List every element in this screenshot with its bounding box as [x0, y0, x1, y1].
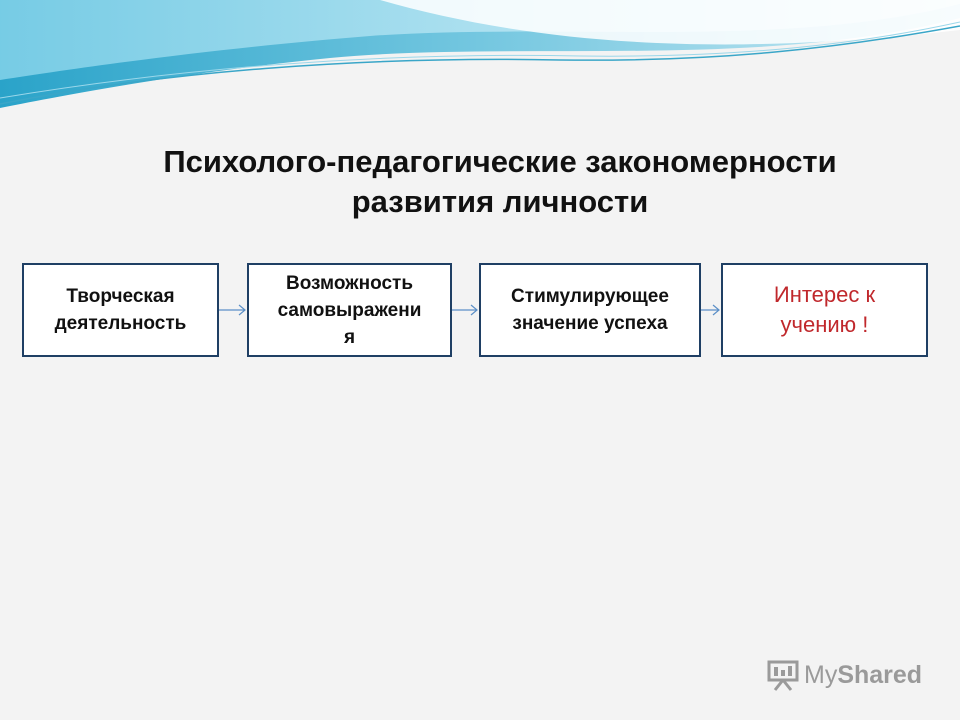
- box-text-line: Стимулирующее: [511, 286, 669, 307]
- box-text-line: Творческая: [66, 286, 175, 307]
- box-text-line: Интерес к: [773, 282, 876, 307]
- flow-box-success-value: Стимулирующее значение успеха: [479, 263, 701, 357]
- flow-box-self-expression: Возможность самовыражени я: [247, 263, 452, 357]
- slide-title: Психолого-педагогические закономерности …: [80, 142, 920, 222]
- title-line-1: Психолого-педагогические закономерности: [163, 144, 837, 179]
- brand-part-2: Shared: [837, 660, 923, 689]
- box-text-line: деятельность: [54, 313, 187, 334]
- box-text-line: я: [343, 326, 356, 348]
- box-text-line: самовыражени: [277, 299, 422, 321]
- arrow-right-icon: [219, 304, 246, 316]
- title-line-2: развития личности: [351, 184, 649, 219]
- header-wave-decoration: [0, 0, 960, 130]
- brand-text: MyShared: [804, 661, 922, 690]
- arrow-right-icon: [452, 304, 478, 316]
- flow-box-creative-activity: Творческая деятельность: [22, 263, 219, 357]
- box-text-line: Возможность: [285, 272, 414, 294]
- box-text-line: значение успеха: [512, 313, 668, 334]
- arrow-right-icon: [701, 304, 720, 316]
- box-text-line: учению !: [780, 312, 869, 337]
- projector-screen-icon: [767, 660, 799, 691]
- flow-box-interest-in-learning: Интерес к учению !: [721, 263, 928, 357]
- brand-part-1: My: [804, 660, 838, 689]
- myshared-watermark: MyShared: [766, 656, 922, 694]
